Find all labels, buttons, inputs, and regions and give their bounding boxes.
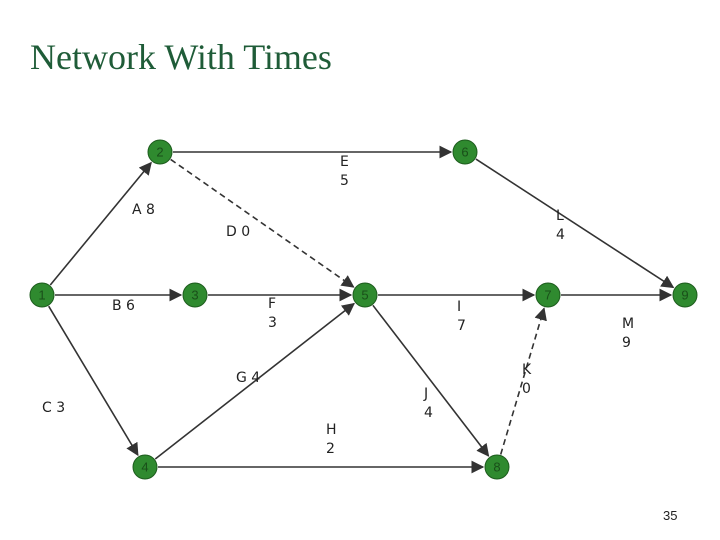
node-circle [452,139,478,165]
edge-time-m: 9 [622,335,631,351]
node-circle [29,282,55,308]
edge-d [170,158,355,288]
node-label: 6 [461,145,468,160]
edge-name-l: L [556,208,564,224]
edge-name-m: M [622,316,634,332]
edge-c [47,305,139,457]
edge-k [499,307,547,455]
node-circle [352,282,378,308]
edge-g [154,302,355,460]
node-circle [132,454,158,480]
edge-time-k: 0 [522,381,531,397]
edge-a [49,161,152,286]
edge-j [372,304,490,457]
node-circle [147,139,173,165]
node-label: 9 [681,288,688,303]
node-label: 8 [493,460,500,475]
edge-l [475,158,675,289]
edge-label-d: D 0 [226,224,250,240]
node-label: 5 [361,288,368,303]
node-2: 2 [147,139,173,165]
edge-name-j: J [423,386,428,402]
edge-name-h: H [326,422,337,438]
node-circle [535,282,561,308]
node-9: 9 [672,282,698,308]
edge-time-i: 7 [457,318,466,334]
edge-label-a: A 8 [132,202,155,218]
node-8: 8 [484,454,510,480]
edge-name-f: F [268,296,276,312]
page-number: 35 [663,508,678,523]
node-label: 1 [38,288,45,303]
edge-time-f: 3 [268,315,277,331]
node-3: 3 [182,282,208,308]
node-1: 1 [29,282,55,308]
edge-label-c: C 3 [42,400,65,416]
node-circle [484,454,510,480]
node-label: 4 [141,460,148,475]
edge-label-g: G 4 [236,370,260,386]
edge-name-e: E [340,154,349,170]
node-label: 3 [191,288,198,303]
node-circle [672,282,698,308]
nodes-layer: 1 2 3 4 5 6 7 8 9 [29,139,698,480]
edge-time-e: 5 [340,173,349,189]
edge-time-j: 4 [424,405,433,421]
node-label: 7 [544,288,551,303]
slide-title: Network With Times [30,37,332,77]
node-label: 2 [156,145,163,160]
node-6: 6 [452,139,478,165]
edge-name-k: K [522,362,532,378]
node-7: 7 [535,282,561,308]
edges-layer [47,145,675,474]
edge-time-h: 2 [326,441,335,457]
edge-label-b: B 6 [112,298,135,314]
node-circle [182,282,208,308]
edge-time-l: 4 [556,227,565,243]
node-5: 5 [352,282,378,308]
edge-name-i: I [457,299,461,315]
node-4: 4 [132,454,158,480]
